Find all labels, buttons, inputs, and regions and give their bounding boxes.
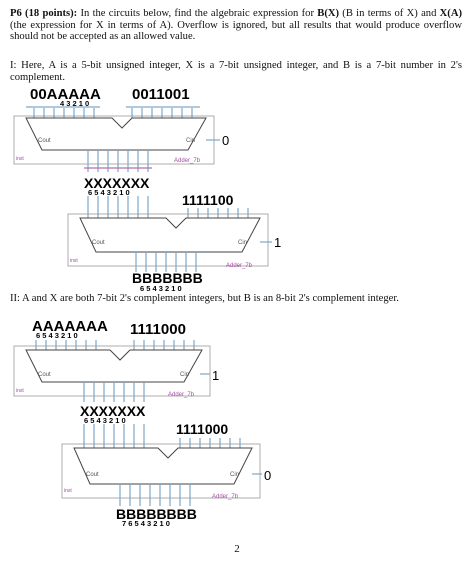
adder1-cout-label: Cout [38,372,51,378]
adder1-cin-value: 0 [222,133,229,148]
adder1-inst-label: inst [16,388,24,394]
adder2-cin-label: Cin [230,472,239,478]
adder2-output-wires [119,484,191,506]
adder1-name-label: Adder_7b [168,392,195,398]
intro-text-b: (B in terms of X) and [339,8,440,19]
input-b-bus-label: 1111000 [130,321,186,338]
adder2-frame [67,213,269,267]
adder2-inst-label: inst [70,258,78,264]
adder2-cout-label: Cout [86,472,99,478]
problem-label: P6 (18 points): [10,8,78,19]
adder2-cout-label: Cout [92,240,105,246]
adder2-input-b-label: 1111000 [176,421,228,437]
adder2-output-wires [135,252,197,272]
intro-text-c: (the expression for X in terms of A). Ov… [10,19,462,43]
x-bit-indices: 6 5 4 3 2 1 0 [84,416,126,425]
adder2-frame [61,443,261,499]
bx-expression: B(X) [317,8,340,19]
adder2-input-b-label: 1111100 [182,192,234,208]
input-b-bus-label: 0011001 [132,86,190,103]
adder2-cin-label: Cin [238,240,247,246]
x-bus-label: XXXXXXX [80,403,146,419]
adder2-shape [79,217,261,253]
adder2-shape [73,447,253,485]
input-a-bit-indices: 4 3 2 1 0 [60,99,89,108]
adder1-shape [25,117,207,151]
input-a-bus-label: AAAAAAA [32,318,108,335]
adder1-cin-label: Cin [180,372,189,378]
adder2-cin-value: 1 [274,235,281,250]
page-number: 2 [234,543,240,555]
b-bus-label: BBBBBBB [132,270,203,286]
part-one-text: I: Here, A is a 5-bit unsigned integer, … [10,60,462,83]
adder2-inst-label: inst [64,488,72,494]
input-a-bit-indices: 6 5 4 3 2 1 0 [36,331,78,340]
x-bus-label: XXXXXXX [84,175,150,191]
adder2-cin-value: 0 [264,468,271,483]
adder1-output-wires [84,150,152,172]
adder1-output-wires [83,382,145,402]
adder1-inst-label: inst [16,156,24,162]
b-bit-indices: 7 6 5 4 3 2 1 0 [122,519,170,528]
adder1-frame [13,345,211,397]
adder1-cin-value: 1 [212,368,219,383]
intro-text-a: In the circuits below, find the algebrai… [77,8,318,19]
input-a-bus-label: 00AAAAA [30,86,101,103]
adder2-name-label: Adder_7b [226,263,253,269]
xa-expression: X(A) [439,8,463,19]
adder1-name-label: Adder_7b [174,158,201,164]
adder2-name-label: Adder_7b [212,494,239,500]
problem-intro: P6 (18 points): In the circuits below, f… [10,8,462,43]
x-bit-indices: 6 5 4 3 2 1 0 [88,188,130,197]
adder1-cout-label: Cout [38,138,51,144]
b-bit-indices: 6 5 4 3 2 1 0 [140,284,182,293]
part-two-text: II: A and X are both 7-bit 2's complemen… [10,293,399,304]
adder1-input-wires [35,340,195,350]
adder1-shape [25,349,203,383]
b-bus-label: BBBBBBBB [116,506,197,522]
adder1-cin-label: Cin [186,138,195,144]
